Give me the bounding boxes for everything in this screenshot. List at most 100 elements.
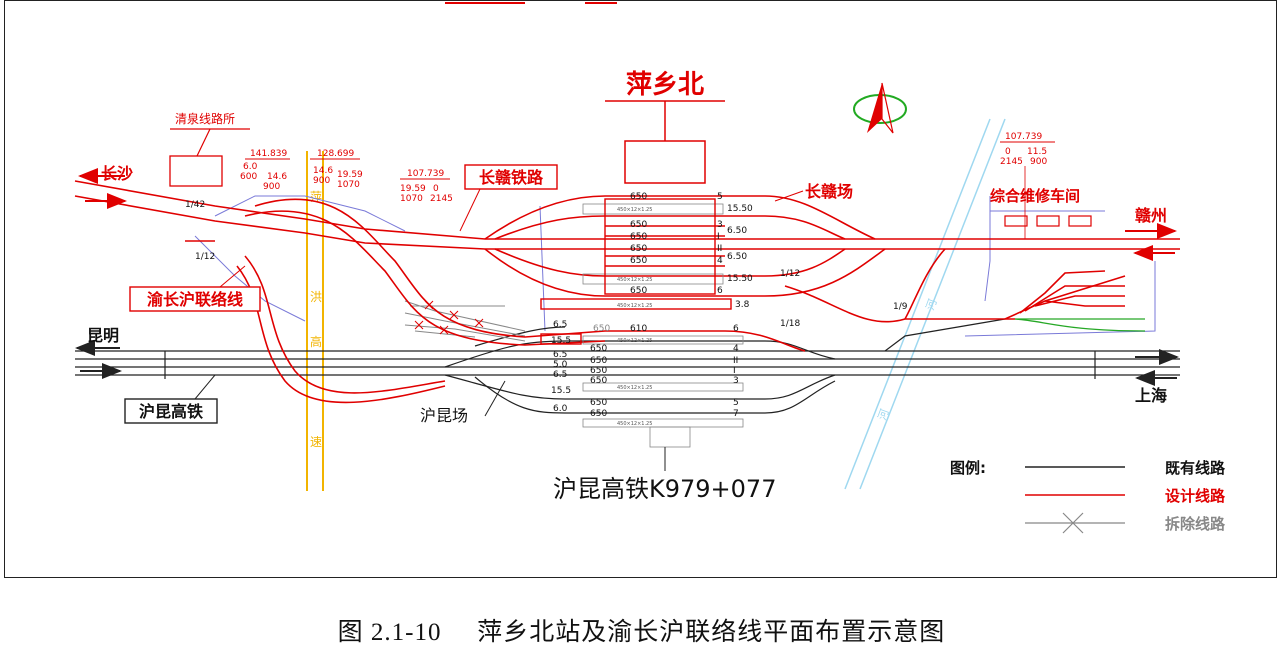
platform-val-8: 6.5 [553,350,567,360]
station-title: 萍乡北 [626,70,704,100]
track-num-13: 650 [590,398,607,408]
platform-val-10: 6.5 [553,370,567,380]
track-num-6: 650 [630,286,647,296]
platform-spec-1: 450×12×1.25 [617,207,652,213]
label-qingquan: 清泉线路所 [175,111,235,126]
platform-spec-6: 450×12×1.25 [617,421,652,427]
label-hukun-km: 沪昆高铁K979+077 [553,475,776,503]
track-num-12: 650 [590,376,607,386]
svg-text:107.739: 107.739 [1005,132,1042,142]
platform-spec-2: 450×12×1.25 [617,277,652,283]
track-num-7: 650 [593,324,610,334]
track-num-1: 650 [630,192,647,202]
direction-arrows [75,168,1179,386]
track-num-14: 650 [590,409,607,419]
track-num-4: 650 [630,244,647,254]
legend-removed: 拆除线路 [1165,515,1226,533]
track-num-10: 650 [590,356,607,366]
svg-text:900: 900 [263,182,280,192]
track-id-5: 4 [717,256,723,266]
label-changsha: 长沙 [101,164,133,183]
platform-val-9: 5.0 [553,360,568,370]
track-id-6: 6 [717,286,723,296]
platform-val-4: 15.50 [727,274,753,284]
track-id-12: 5 [733,398,739,408]
svg-text:128.699: 128.699 [317,149,354,159]
diagram-frame: 萍 洪 高 速 河 河 [4,0,1277,578]
svg-text:11.5: 11.5 [1027,147,1047,157]
expressway-label-3: 速 [310,435,322,449]
chainage-d: 107.739 0 11.5 2145 900 [1000,132,1055,239]
svg-text:141.839: 141.839 [250,149,287,159]
track-id-10: I [733,366,736,376]
track-id-7: 6 [733,324,739,334]
label-yuchanghu-line: 渝长沪联络线 [147,290,243,309]
removed-tracks [404,300,526,342]
figure-caption: 图 2.1-10 萍乡北站及渝长沪联络线平面布置示意图 [0,612,1283,648]
svg-text:19.59: 19.59 [400,184,426,194]
track-num-3: 650 [630,232,647,242]
platform-val-3: 6.50 [727,252,747,262]
svg-text:600: 600 [240,172,257,182]
river-label-2: 河 [876,407,892,422]
label-hukun-hsr: 沪昆高铁 [139,402,203,421]
platform-val-1: 15.50 [727,204,753,214]
track-num-9: 650 [590,344,607,354]
label-changgan-railway: 长赣铁路 [479,168,544,187]
track-num-8: 610 [630,324,647,334]
platform-spec-5: 450×12×1.25 [617,385,652,391]
qingquan-box [169,128,250,187]
label-maintenance: 综合维修车间 [990,187,1080,205]
svg-text:1070: 1070 [400,194,423,204]
track-id-3: I [717,232,720,242]
gradient-4: 1/9 [893,302,908,312]
track-id-8: 4 [733,344,739,354]
label-kunming: 昆明 [87,326,119,345]
gradient-5: 1/18 [780,319,800,329]
north-arrow-icon [853,82,907,134]
svg-text:1070: 1070 [337,180,360,190]
platform-val-11: 15.5 [551,386,571,396]
figure-title: 萍乡北站及渝长沪联络线平面布置示意图 [477,617,946,646]
platform-val-12: 6.0 [553,404,568,414]
figure-number: 图 2.1-10 [337,619,442,646]
svg-text:107.739: 107.739 [407,169,444,179]
label-changgan-yard: 长赣场 [805,182,853,201]
platform-spec-4: 450×12×1.25 [617,338,652,344]
station-building-box [605,100,725,184]
track-id-9: II [733,356,738,366]
label-shanghai: 上海 [1135,386,1167,405]
gradient-3: 1/12 [780,269,800,279]
existing-tracks [75,318,1180,414]
design-platforms [540,198,732,345]
platform-val-5: 3.8 [735,300,750,310]
expressway-label-2: 高 [310,334,322,349]
svg-text:2145: 2145 [1000,157,1023,167]
expressway-label-1: 洪 [310,290,322,304]
platform-val-2: 6.50 [727,226,747,236]
gradient-1: 1/42 [185,200,205,210]
platform-val-7: 15.5 [551,336,571,346]
svg-text:14.6: 14.6 [313,166,333,176]
svg-text:6.0: 6.0 [243,162,258,172]
svg-text:900: 900 [1030,157,1047,167]
platforms [582,203,744,448]
track-id-2: 3 [717,220,723,230]
track-layout-diagram: 萍 洪 高 速 河 河 [74,2,1226,534]
gradient-2: 1/12 [195,252,215,262]
label-hukun-yard: 沪昆场 [420,406,468,425]
river: 河 河 [844,118,1006,490]
track-num-5: 650 [630,256,647,266]
legend: 图例: 既有线路 设计线路 拆除线路 [950,459,1226,534]
maintenance-boxes [1004,215,1092,227]
track-id-11: 3 [733,376,739,386]
river-label-1: 河 [924,297,940,312]
chainage-a: 141.839 6.0 14.6 600 900 [240,149,290,192]
svg-text:0: 0 [433,184,439,194]
track-id-13: 7 [733,409,739,419]
track-id-1: 5 [717,192,723,202]
legend-title: 图例: [950,459,986,477]
green-tracks [1014,318,1146,332]
track-num-11: 650 [590,366,607,376]
svg-text:14.6: 14.6 [267,172,287,182]
